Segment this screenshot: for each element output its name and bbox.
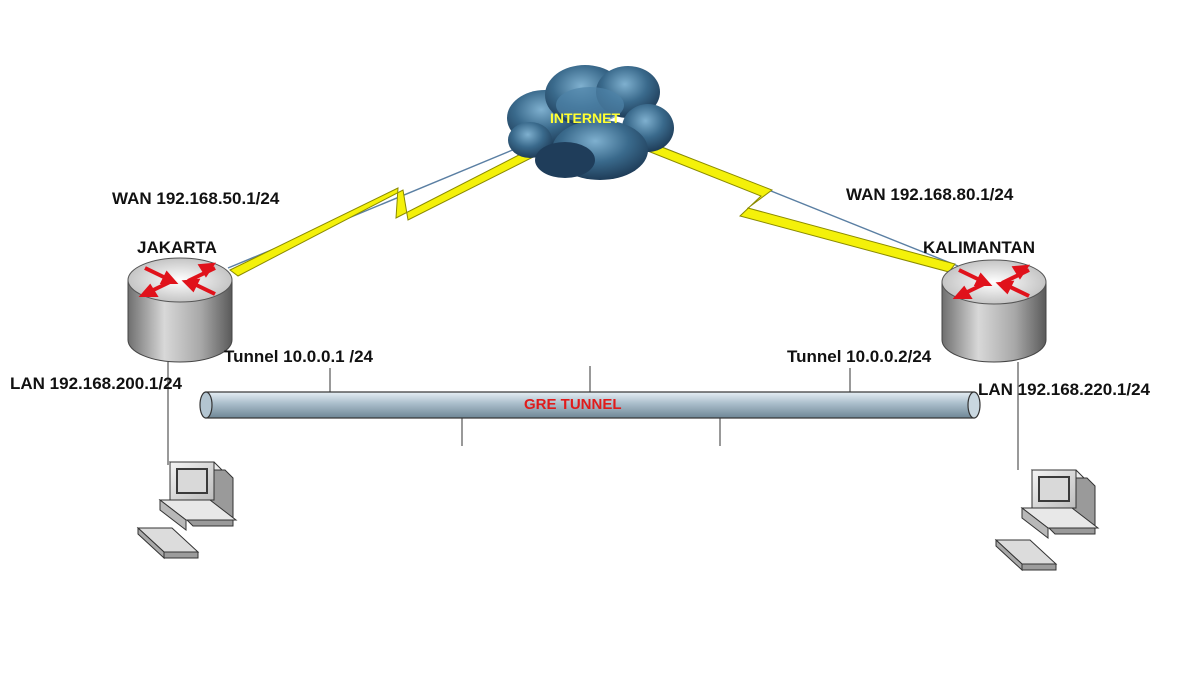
jakarta-tunnel-label: Tunnel 10.0.0.1 /24 [224,347,373,366]
gre-tunnel-label: GRE TUNNEL [524,396,622,413]
kalimantan-lan-label: LAN 192.168.220.1/24 [978,380,1151,399]
internet-cloud-icon [507,65,674,180]
jakarta-wan-label: WAN 192.168.50.1/24 [112,189,280,208]
router-jakarta-icon [127,257,233,363]
kalimantan-wan-label: WAN 192.168.80.1/24 [846,185,1014,204]
jakarta-name-label: JAKARTA [137,238,217,257]
internet-label: INTERNET [550,110,620,126]
kalimantan-name-label: KALIMANTAN [923,238,1036,257]
kalimantan-tunnel-label: Tunnel 10.0.0.2/24 [787,347,932,366]
pc-kalimantan-icon [994,469,1100,572]
pc-jakarta-icon [136,461,238,560]
jakarta-lan-label: LAN 192.168.200.1/24 [10,374,183,393]
router-kalimantan-icon [941,259,1047,363]
gre-tunnel-pipe [199,391,981,419]
